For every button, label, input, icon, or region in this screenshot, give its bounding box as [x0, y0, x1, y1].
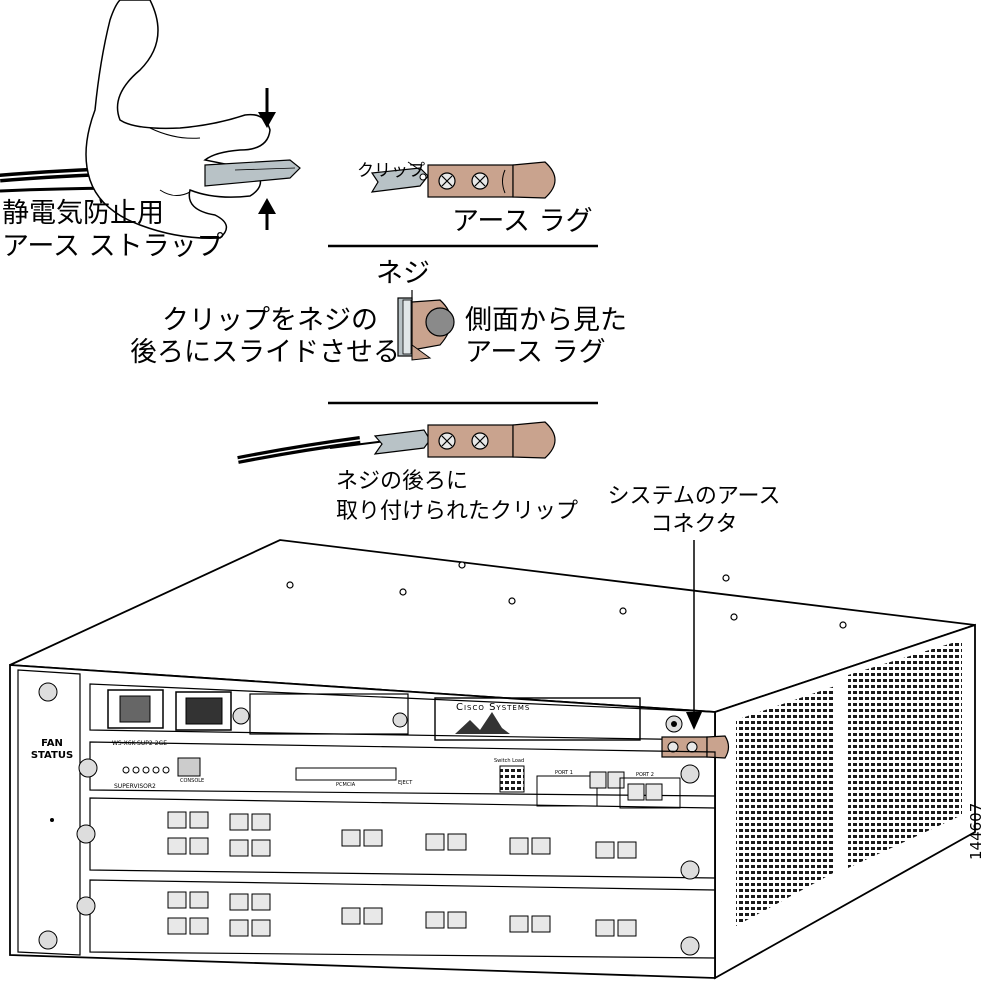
slide-instruction-line1: クリップをネジの — [162, 305, 378, 336]
attached-clip-label-line1: ネジの後ろに — [336, 469, 469, 494]
console-label: CONSOLE — [180, 778, 205, 784]
eject-label: EJECT — [398, 780, 413, 786]
clip-label: クリップ — [357, 161, 425, 181]
supervisor-model: WS-X6K-SUP2-2GE — [112, 740, 168, 747]
port1-label: PORT 1 — [555, 770, 573, 776]
port2-label: PORT 2 — [636, 772, 654, 778]
side-view-label-line2: アース ラグ — [465, 337, 606, 368]
hand-with-clip-illustration — [0, 0, 301, 239]
lug-side-view — [397, 290, 455, 361]
brand-logo-text: Cisco Systems — [456, 702, 531, 713]
system-earth-connector-label-line1: システムのアース — [607, 484, 781, 509]
system-earth-connector-label-line2: コネクタ — [650, 512, 738, 537]
strap-label-line1: 静電気防止用 — [2, 198, 164, 229]
attached-clip-label-line2: 取り付けられたクリップ — [336, 499, 579, 524]
fan-status-label-line1: FAN — [41, 738, 63, 749]
side-view-label-line1: 側面から見た — [465, 305, 627, 336]
slide-instruction-line2: 後ろにスライドさせる — [130, 337, 400, 368]
fan-status-label-line2: STATUS — [30, 750, 74, 761]
chassis-illustration — [9, 539, 976, 980]
figure-id: 144607 — [967, 802, 984, 860]
clip-attached-view — [237, 421, 556, 464]
screw-label: ネジ — [376, 258, 430, 289]
switch-load-label: Switch Load — [494, 758, 525, 764]
strap-label-line2: アース ストラップ — [2, 231, 224, 262]
supervisor-name: SUPERVISOR2 — [114, 783, 156, 790]
pcmcia-label: PCMCIA — [336, 782, 356, 788]
clip-and-lug-top — [370, 161, 556, 199]
earth-lug-label: アース ラグ — [452, 206, 593, 237]
